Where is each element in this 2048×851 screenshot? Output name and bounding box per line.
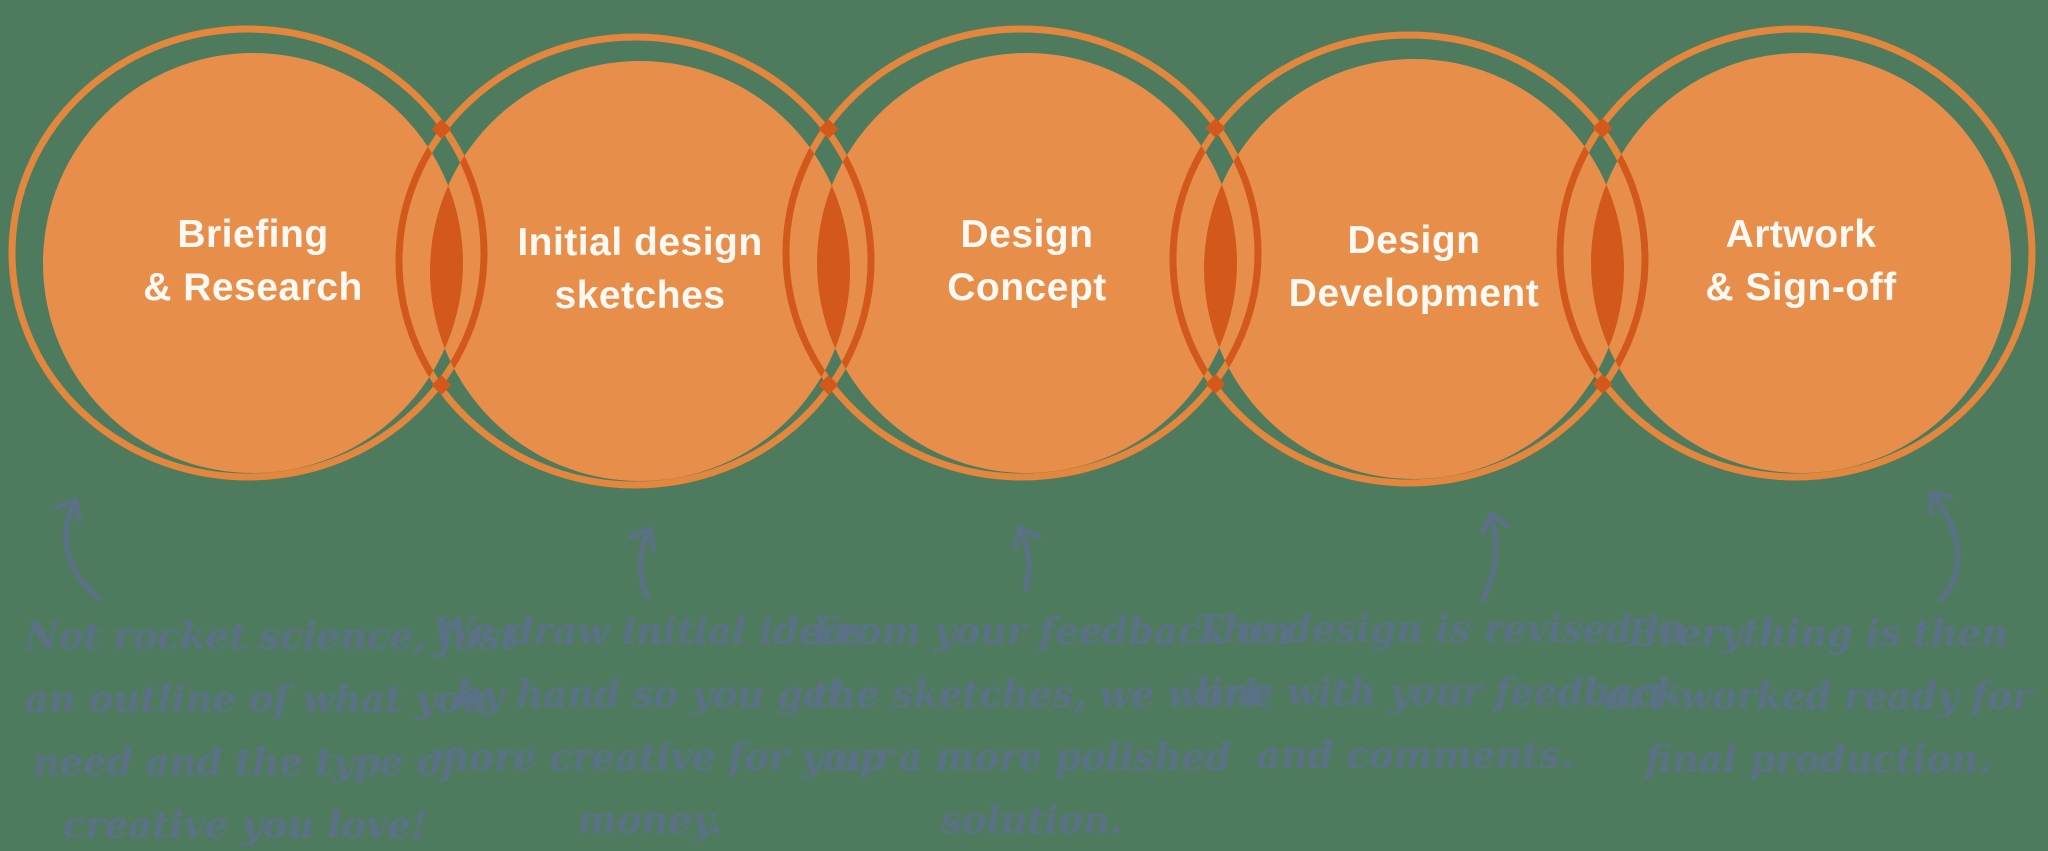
arrow-2-icon — [641, 526, 650, 600]
caption-artwork-signoff: Everything is then art-worked ready for … — [1598, 602, 2038, 791]
arrow-3-icon — [1020, 525, 1029, 592]
arrow-5-icon — [1928, 490, 1961, 603]
stage-title-briefing-research: Briefing & Research — [33, 208, 473, 314]
ring-crossing-diamond — [1592, 118, 1613, 138]
ring-2-dark-segment — [817, 53, 875, 473]
stage-title-line: Design — [960, 213, 1094, 256]
arrow-1-icon — [66, 497, 102, 601]
caption-line: Everything is then — [1627, 611, 2009, 655]
ring-crossing-diamond — [1205, 118, 1226, 138]
stage-title-artwork-signoff: Artwork & Sign-off — [1581, 208, 2021, 314]
ring-5-dark-segment — [1556, 59, 1624, 479]
caption-line: creative you love! — [62, 803, 428, 847]
caption-line: by hand so you get — [456, 672, 844, 716]
caption-line: Not rocket science, just — [25, 614, 518, 658]
ring-4-dark-segment — [1169, 53, 1237, 473]
caption-line: We draw initial ideas — [432, 609, 868, 653]
caption-line: need and the type of — [32, 740, 458, 784]
ring-2-dark-segment — [395, 53, 463, 473]
ring-3-dark-segment — [782, 61, 850, 481]
caption-line: an outline of what you — [25, 677, 489, 721]
ring-crossing-diamond — [1592, 374, 1613, 394]
fill-circle-5 — [1591, 53, 2011, 473]
caption-design-concept: From your feedback on the sketches, we w… — [812, 600, 1291, 851]
caption-line: the sketches, we work — [812, 672, 1270, 716]
stage-title-line: & Sign-off — [1705, 266, 1897, 309]
caption-briefing-research: Not rocket science, just an outline of w… — [25, 605, 518, 851]
ring-crossing-diamond — [431, 375, 452, 395]
ring-crossing-diamond — [431, 119, 452, 139]
caption-line: and comments. — [1256, 733, 1574, 777]
caption-line: The design is revised in — [1195, 607, 1687, 651]
stage-title-line: sketches — [554, 274, 726, 317]
stage-title-line: Artwork — [1725, 213, 1877, 256]
stage-title-line: Design — [1347, 219, 1481, 262]
caption-initial-design-sketches: We draw initial ideas by hand so you get… — [430, 600, 894, 851]
caption-line: money. — [577, 798, 723, 842]
caption-line: From your feedback on — [812, 609, 1291, 653]
ring-crossing-diamond — [1205, 374, 1226, 394]
stage-title-line: Concept — [947, 266, 1107, 309]
fill-circle-1 — [43, 53, 463, 473]
stage-title-line: Development — [1288, 272, 1540, 315]
caption-line: solution. — [940, 798, 1124, 842]
fill-circle-3 — [817, 53, 1237, 473]
ring-1-dark-segment — [430, 61, 488, 481]
caption-line: more creative for your — [430, 735, 894, 779]
caption-design-development: The design is revised in line with your … — [1195, 598, 1687, 787]
stage-title-line: Initial design — [517, 221, 763, 264]
arrow-4-icon — [1483, 511, 1496, 603]
ring-4-dark-segment — [1591, 53, 1649, 473]
stage-title-line: Briefing — [177, 213, 329, 256]
stage-title-line: & Research — [143, 266, 363, 309]
fill-circle-2 — [430, 61, 850, 481]
stage-title-design-development: Design Development — [1194, 214, 1634, 320]
ring-3-dark-segment — [1204, 59, 1262, 479]
stage-title-initial-design-sketches: Initial design sketches — [420, 216, 860, 322]
caption-line: art-worked ready for — [1604, 674, 2032, 718]
caption-line: final production. — [1645, 737, 1991, 781]
fill-circle-4 — [1204, 59, 1624, 479]
caption-line: up a more polished — [832, 735, 1232, 779]
stage-title-design-concept: Design Concept — [807, 208, 1247, 314]
caption-line: line with your feedback — [1195, 670, 1682, 714]
